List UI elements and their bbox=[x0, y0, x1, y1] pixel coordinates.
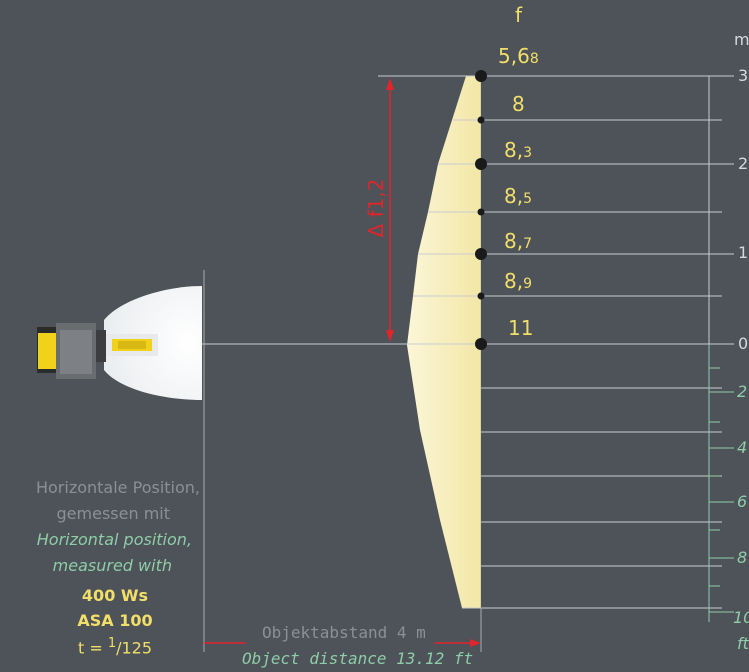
scale-m-2: 2 bbox=[738, 154, 749, 173]
spec-shutter: t = 1/125 bbox=[77, 636, 153, 658]
light-profile-area bbox=[407, 76, 481, 608]
f-header: f bbox=[515, 3, 523, 27]
scale-bar bbox=[708, 75, 734, 345]
caption-en-line1: Horizontal position, bbox=[36, 530, 192, 549]
aperture-1-5m: 8,5 bbox=[504, 184, 533, 208]
caption-de-line2: gemessen mit bbox=[56, 504, 170, 523]
dot-0m bbox=[475, 338, 487, 350]
scale-ft-10: 10 bbox=[733, 608, 749, 627]
measurement-dots bbox=[475, 70, 487, 350]
scale-m-0: 0 bbox=[738, 334, 749, 353]
scale-ft-2: 2 bbox=[737, 382, 748, 401]
unit-m: m bbox=[734, 30, 749, 49]
dot-3m bbox=[475, 70, 487, 82]
aperture-3m: 5,68 bbox=[498, 44, 539, 68]
aperture-2m: 8,3 bbox=[504, 138, 533, 162]
delta-arrow bbox=[386, 78, 394, 342]
measurement-lines bbox=[200, 75, 722, 609]
spec-asa: ASA 100 bbox=[77, 611, 153, 630]
distance-dimension bbox=[203, 270, 482, 652]
scale-m-3: 3 bbox=[738, 66, 749, 85]
distance-de: Objektabstand 4 m bbox=[262, 623, 426, 642]
aperture-1m: 8,7 bbox=[504, 229, 533, 253]
spec-power: 400 Ws bbox=[81, 586, 149, 605]
delta-label: Δ f1,2 bbox=[364, 178, 388, 238]
scale-ft-8: 8 bbox=[737, 548, 748, 567]
scale-m-1: 1 bbox=[738, 243, 749, 262]
dot-1m bbox=[475, 248, 487, 260]
scale-ft-4: 4 bbox=[737, 438, 748, 457]
aperture-0-5m: 8,9 bbox=[504, 269, 533, 293]
aperture-0m: 11 bbox=[508, 316, 534, 340]
caption-en-line2: measured with bbox=[52, 556, 172, 575]
scale-ft-6: 6 bbox=[737, 492, 748, 511]
distance-en: Object distance 13.12 ft bbox=[242, 649, 474, 668]
caption-de-line1: Horizontale Position, bbox=[35, 478, 200, 497]
scale-bar-ft bbox=[708, 344, 734, 622]
aperture-2-5m: 8 bbox=[512, 92, 525, 116]
unit-ft: ft bbox=[737, 634, 749, 653]
flash-head bbox=[37, 323, 158, 379]
dot-2m bbox=[475, 158, 487, 170]
